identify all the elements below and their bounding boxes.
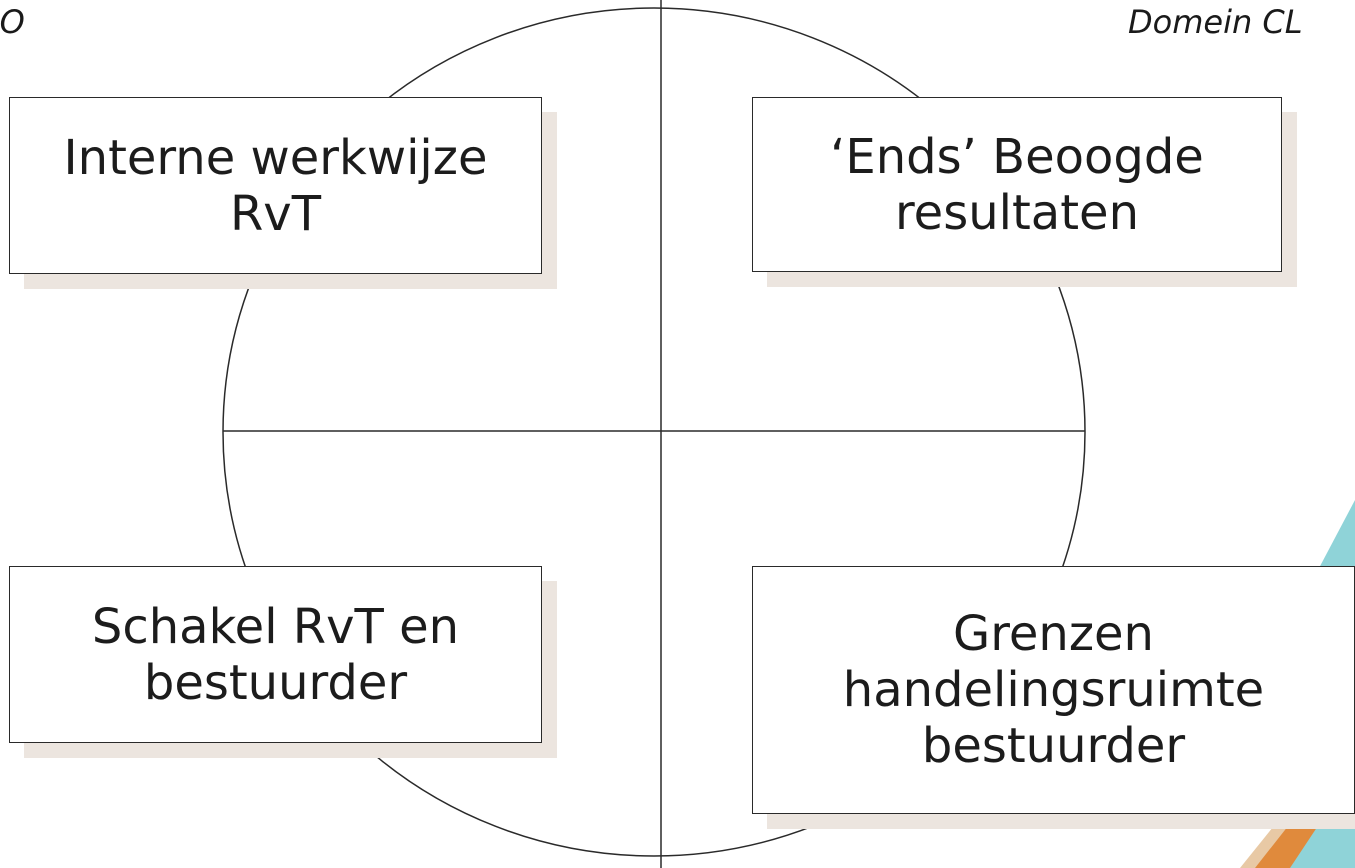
quadrant-label-top-right: ‘Ends’ Beoogde resultaten (830, 128, 1204, 241)
domain-label-right: Domein CL (1128, 3, 1303, 41)
quadrant-box-top-left: Interne werkwijze RvT (9, 97, 542, 274)
quadrant-box-top-right: ‘Ends’ Beoogde resultaten (752, 97, 1282, 272)
quadrant-box-bottom-left: Schakel RvT en bestuurder (9, 566, 542, 743)
quadrant-label-top-left: Interne werkwijze RvT (63, 129, 488, 242)
domain-label-left: n CGO (0, 3, 25, 41)
quadrant-circle (222, 7, 1086, 857)
quadrant-label-bottom-left: Schakel RvT en bestuurder (91, 598, 460, 711)
quadrant-box-bottom-right: Grenzen handelingsruimte bestuurder (752, 566, 1355, 814)
decor-teal-sliver (1318, 500, 1355, 570)
quadrant-label-bottom-right: Grenzen handelingsruimte bestuurder (842, 606, 1265, 774)
